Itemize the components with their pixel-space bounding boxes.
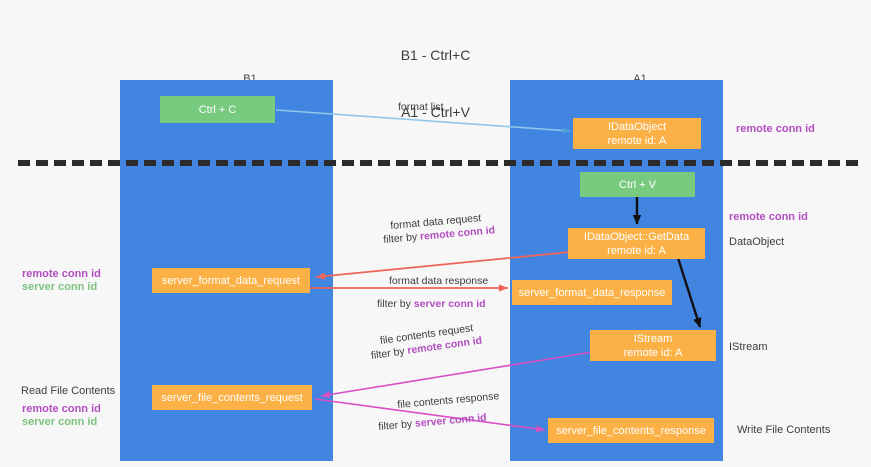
node-server-file-contents-response[interactable]: server_file_contents_response — [548, 418, 714, 443]
node-server-file-contents-request-label: server_file_contents_request — [161, 391, 303, 404]
edge-label-format-data-response-filter: filter by server conn id — [377, 298, 486, 311]
node-server-format-data-response-label: server_format_data_response — [518, 286, 666, 299]
node-server-format-data-request-label: server_format_data_request — [161, 274, 301, 287]
edge-label-format-list: format list — [398, 101, 444, 113]
node-istream[interactable]: IStream remote id: A — [590, 330, 716, 361]
edge-label-format-data-response: format data response — [389, 275, 489, 287]
filter-prefix-2: filter by — [377, 298, 414, 310]
filter-prefix-1: filter by — [382, 230, 421, 247]
node-ctrl-c-label: Ctrl + C — [198, 103, 237, 116]
node-getdata-sub: remote id: A — [607, 244, 666, 257]
node-ctrl-v-label: Ctrl + V — [619, 178, 656, 191]
side-label-left-server-conn-id-bottom: server conn id — [22, 416, 98, 428]
node-ctrl-v[interactable]: Ctrl + V — [580, 172, 695, 197]
node-idataobject-sub: remote id: A — [607, 134, 667, 147]
node-server-file-contents-request[interactable]: server_file_contents_request — [152, 385, 312, 410]
side-label-dataobject: DataObject — [729, 236, 785, 248]
node-istream-sub: remote id: A — [623, 346, 683, 359]
side-label-remote-conn-id-top: remote conn id — [736, 123, 815, 135]
edge-label-file-contents-response-filter: filter by server conn id — [378, 412, 487, 434]
node-idataobject-getdata[interactable]: IDataObject::GetData remote id: A — [568, 228, 705, 259]
node-getdata-label: IDataObject::GetData — [583, 230, 690, 243]
node-idataobject[interactable]: IDataObject remote id: A — [573, 118, 701, 149]
side-label-remote-conn-id-mid: remote conn id — [729, 211, 808, 223]
side-label-left-remote-conn-id-bottom: remote conn id — [22, 403, 101, 415]
filter-prefix-3: filter by — [370, 345, 409, 363]
filter-key-server-conn-id-2: server conn id — [414, 411, 488, 430]
page-title-line-1: B1 - Ctrl+C — [400, 47, 471, 63]
node-server-file-contents-response-label: server_file_contents_response — [556, 424, 706, 437]
phase-separator — [18, 160, 858, 166]
side-label-istream: IStream — [729, 341, 768, 353]
filter-key-server-conn-id-1: server conn id — [413, 298, 486, 310]
side-label-left-server-conn-id-mid: server conn id — [22, 281, 98, 293]
edge-label-file-contents-response: file contents response — [396, 390, 500, 412]
node-istream-label: IStream — [633, 332, 673, 345]
side-label-write-file-contents: Write File Contents — [737, 424, 831, 436]
side-label-left-remote-conn-id-mid: remote conn id — [22, 268, 101, 280]
node-idataobject-label: IDataObject — [607, 120, 667, 133]
side-label-read-file-contents: Read File Contents — [21, 385, 116, 397]
node-server-format-data-response[interactable]: server_format_data_response — [512, 280, 672, 305]
node-server-format-data-request[interactable]: server_format_data_request — [152, 268, 310, 293]
node-ctrl-c[interactable]: Ctrl + C — [160, 96, 275, 123]
filter-prefix-4: filter by — [377, 417, 416, 434]
